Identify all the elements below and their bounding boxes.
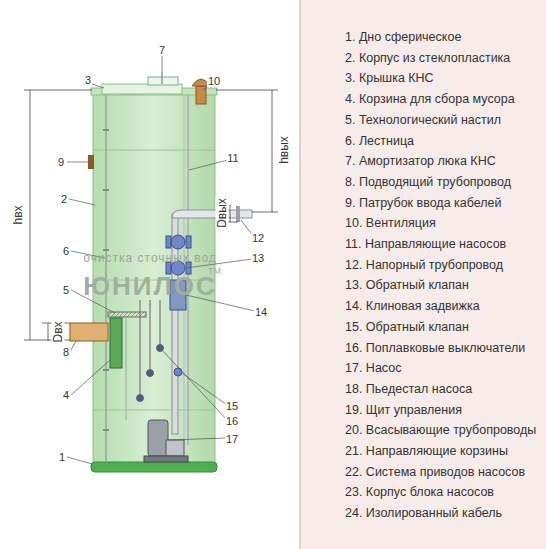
- callout-number: 15: [225, 400, 239, 412]
- legend-item: 22. Система приводов насосов: [345, 465, 525, 480]
- callout-number: 2: [60, 193, 68, 205]
- legend-item: 3. Крышка КНС: [345, 71, 434, 86]
- legend-item: 16. Поплавковые выключатели: [345, 341, 525, 356]
- watermark: ЮНИЛОС: [83, 271, 217, 302]
- dimension-label: Dвых: [216, 197, 229, 229]
- legend-item: 13. Обратный клапан: [345, 278, 469, 293]
- legend-item: 14. Клиновая задвижка: [345, 299, 480, 314]
- legend-item: 11. Направляющие насосов: [345, 237, 506, 252]
- legend-item: 6. Лестница: [345, 134, 414, 149]
- callout-number: 8: [62, 346, 70, 358]
- callout-number: 7: [158, 44, 166, 56]
- spherical-bottom: [91, 462, 217, 472]
- legend-item: 7. Амортизатор люка КНС: [345, 154, 496, 169]
- watermark: очистка сточных вод: [83, 251, 217, 265]
- callout-number: 5: [62, 284, 70, 296]
- legend-item: 18. Пьедестал насоса: [345, 382, 472, 397]
- callout-number: 13: [251, 252, 265, 264]
- dimension-label: hвых: [278, 135, 291, 165]
- callout-number: 17: [225, 433, 239, 445]
- legend-item: 2. Корпус из стеклопластика: [345, 51, 510, 66]
- legend-item: 17. Насос: [345, 361, 401, 376]
- dimension-label: hвх: [12, 204, 25, 225]
- legend-item: 1. Дно сферическое: [345, 30, 461, 45]
- callout-number: 6: [62, 245, 70, 257]
- legend-item: 19. Щит управления: [345, 403, 462, 418]
- legend-item: 10. Вентиляция: [345, 216, 436, 231]
- legend-item: 5. Технологический настил: [345, 113, 501, 128]
- dimension-label: Dвх: [52, 320, 65, 343]
- callout-number: 12: [251, 232, 265, 244]
- legend-item: 8. Подводящий трубопровод: [345, 175, 511, 190]
- legend-item: 21. Направляющие корзины: [345, 444, 508, 459]
- watermark: TM: [208, 266, 221, 276]
- callout-number: 4: [62, 389, 70, 401]
- legend-item: 24. Изолированный кабель: [345, 506, 502, 521]
- callout-number: 16: [225, 415, 239, 427]
- callout-number: 10: [207, 75, 221, 87]
- legend-item: 20. Всасывающие трубопроводы: [345, 423, 536, 438]
- legend-item: 4. Корзина для сбора мусора: [345, 92, 515, 107]
- legend-item: 15. Обратный клапан: [345, 320, 469, 335]
- callout-number: 11: [226, 152, 239, 164]
- legend-item: 23. Корпус блока насосов: [345, 485, 494, 500]
- legend-panel: [300, 0, 546, 549]
- callout-number: 14: [254, 306, 268, 318]
- callout-number: 1: [58, 451, 66, 463]
- callout-number: 3: [84, 74, 92, 86]
- legend-item: 9. Патрубок ввода кабелей: [345, 196, 502, 211]
- legend-item: 12. Напорный трубопровод: [345, 258, 503, 273]
- callout-number: 9: [57, 156, 65, 168]
